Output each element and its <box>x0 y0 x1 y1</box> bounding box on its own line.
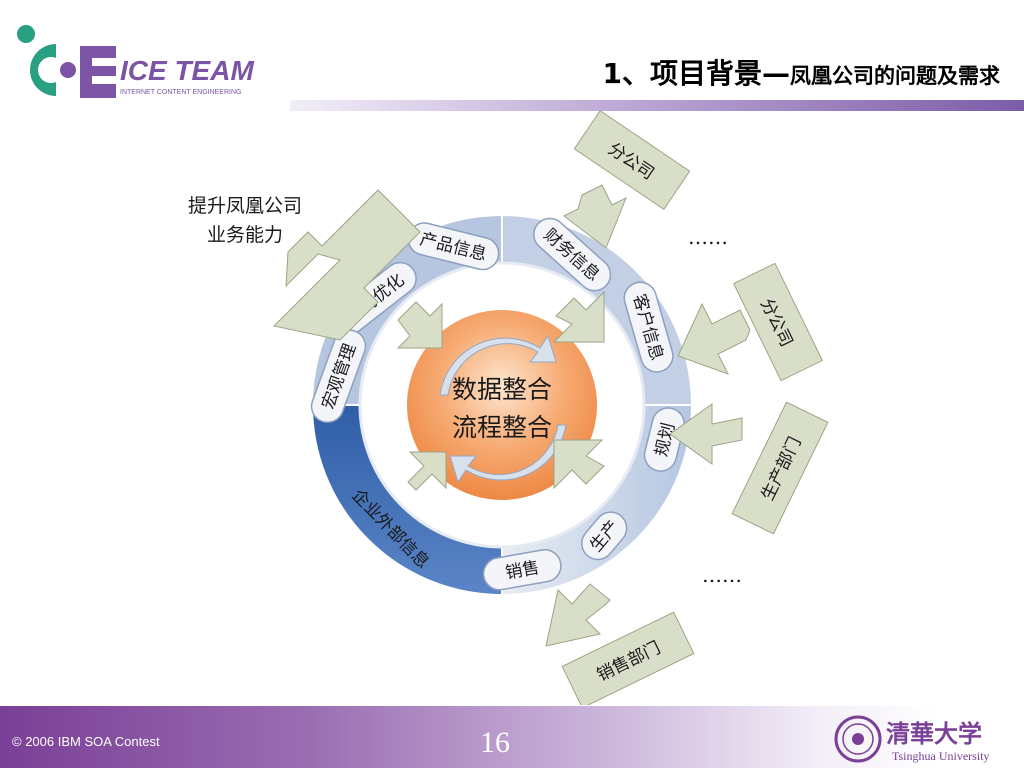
title-main: 1、项目背景— <box>602 57 790 90</box>
ellipsis-bottom: …… <box>702 563 742 587</box>
output-arrow <box>272 189 421 341</box>
inner-arrow-se <box>553 439 605 490</box>
source-box-1: 分公司 <box>732 262 824 382</box>
swirl-arrow-top <box>439 334 557 396</box>
tsinghua-logo: 清華大学 Tsinghua University <box>834 715 989 763</box>
source-arrow-branch2 <box>677 302 751 375</box>
logo-dot <box>17 25 35 43</box>
source-box-0: 分公司 <box>573 110 691 210</box>
ring-inner-edge <box>358 261 646 549</box>
source-box-2: 生产部门 <box>731 401 829 535</box>
page-number: 16 <box>480 726 510 759</box>
center-text-data: 数据整合 <box>452 375 552 404</box>
logo-c-shape <box>30 44 56 96</box>
tsinghua-name-cn: 清華大学 <box>886 719 982 748</box>
ice-team-logo: ICE TEAM INTERNET CONTENT ENGINEERING <box>17 25 254 98</box>
logo-e-block <box>80 46 116 98</box>
ring-label-5: 销售 <box>482 549 562 591</box>
source-arrow-branch1 <box>563 184 627 249</box>
source-arrow-production <box>669 403 743 465</box>
title-sub: 凤凰公司的问题及需求 <box>790 64 1000 88</box>
inner-arrow-sw <box>407 451 447 491</box>
swirl-arrow-bottom <box>449 424 567 484</box>
tsinghua-name: Tsinghua University <box>892 749 989 763</box>
logo-tagline: INTERNET CONTENT ENGINEERING <box>120 89 241 96</box>
inner-arrow-ne <box>552 290 605 343</box>
header-bar <box>290 100 1024 111</box>
source-arrow-sales <box>545 583 611 647</box>
output-label-line1: 提升凤凰公司 <box>188 195 302 217</box>
ellipsis-top: …… <box>688 225 728 249</box>
logo-circle <box>60 62 76 78</box>
page-title: 1、项目背景—凤凰公司的问题及需求 <box>603 52 1000 92</box>
integration-diagram: 数据整合 流程整合 产品信息财务信息客户信息规划生产销售全局优化宏观管理企业外部… <box>188 110 829 705</box>
tsinghua-seal-icon <box>834 715 882 763</box>
copyright-text: © 2006 IBM SOA Contest <box>12 734 160 749</box>
ring-label-3: 规划 <box>643 407 685 472</box>
output-label-line2: 业务能力 <box>207 224 283 246</box>
center-text-process: 流程整合 <box>452 413 552 442</box>
inner-arrow-nw <box>396 301 443 349</box>
logo-brand: ICE TEAM <box>120 55 254 86</box>
